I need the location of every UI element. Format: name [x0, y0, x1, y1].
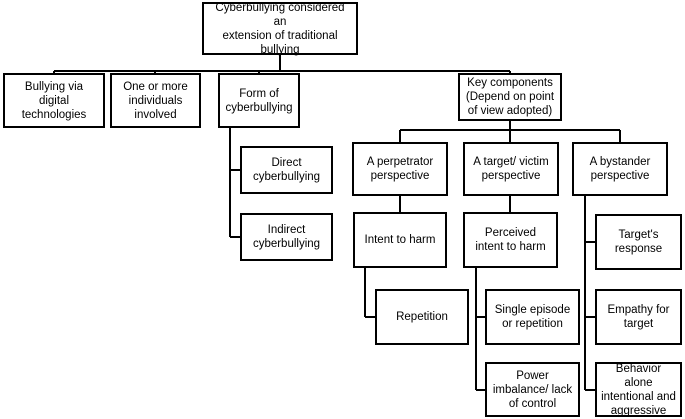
form-of-cyberbullying-node: Form of cyberbullying	[218, 73, 300, 128]
empathy-for-target-node: Empathy for target	[595, 289, 682, 345]
intent-to-harm-node: Intent to harm	[353, 212, 447, 268]
single-episode-node: Single episode or repetition	[485, 289, 580, 345]
key-components-node: Key components (Depend on point of view …	[458, 73, 562, 121]
individuals-involved-node: One or more individuals involved	[110, 73, 201, 128]
root-node: Cyberbullying considered an extension of…	[202, 2, 358, 56]
behavior-alone-node: Behavior alone intentional and aggressiv…	[595, 362, 682, 417]
perceived-intent-node: Perceived intent to harm	[463, 212, 558, 268]
direct-cyberbullying-node: Direct cyberbullying	[240, 146, 333, 194]
bystander-perspective-node: A bystander perspective	[572, 142, 668, 196]
perpetrator-perspective-node: A perpetrator perspective	[352, 142, 448, 196]
repetition-node: Repetition	[375, 289, 469, 345]
victim-perspective-node: A target/ victim perspective	[463, 142, 559, 196]
power-imbalance-node: Power imbalance/ lack of control	[485, 362, 580, 417]
digital-technologies-node: Bullying via digital technologies	[3, 73, 105, 128]
targets-response-node: Target's response	[595, 214, 682, 270]
indirect-cyberbullying-node: Indirect cyberbullying	[240, 213, 333, 261]
